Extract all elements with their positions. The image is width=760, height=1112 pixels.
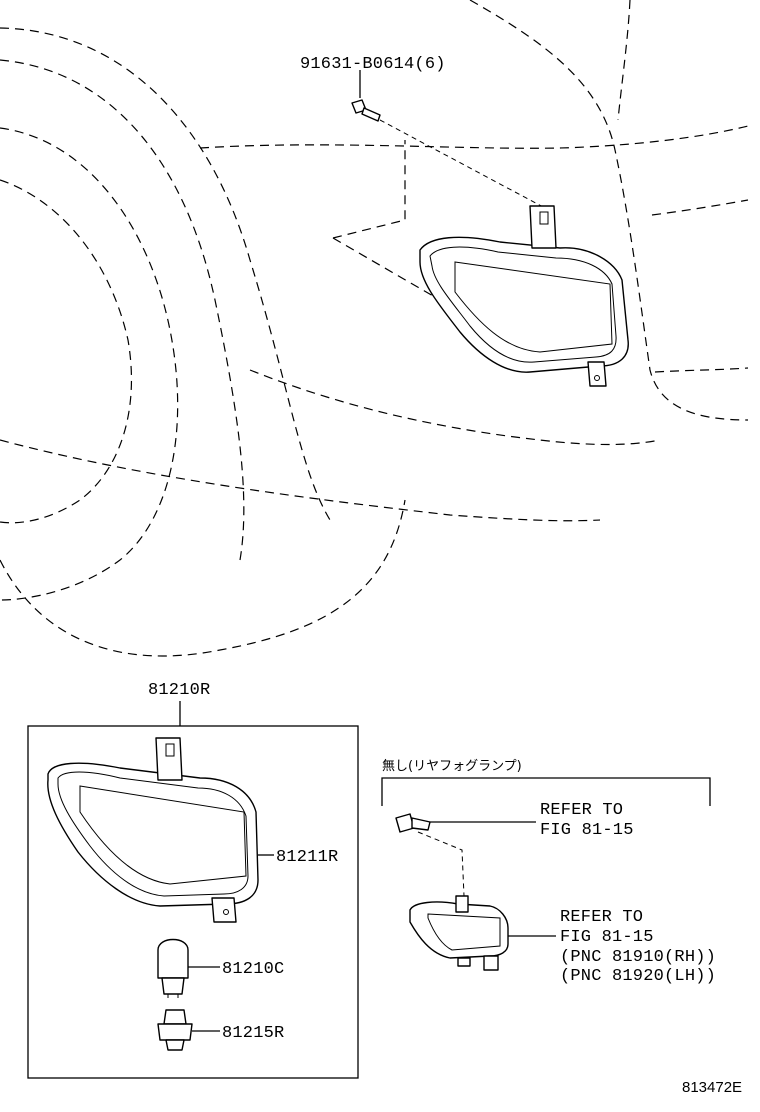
refer-lamp-line4: (PNC 81920(LH)) (560, 967, 716, 986)
top-bolt (351, 70, 546, 209)
socket (157, 1009, 193, 1051)
housing-part-number: 81211R (276, 848, 338, 867)
without-rear-fog-lamp-note: 無し(リヤフォグランプ) (382, 759, 522, 774)
reference-lamp (409, 895, 509, 971)
reference-bolt (395, 813, 536, 897)
bolt-part-number: 91631-B0614(6) (300, 55, 446, 74)
assembly-part-number: 81210R (148, 681, 210, 700)
refer-lamp-line3: (PNC 81910(RH)) (560, 948, 716, 967)
bulb-part-number: 81210C (222, 960, 284, 979)
lamp-housing (47, 737, 259, 923)
refer-bolt-line2: FIG 81-15 (540, 821, 634, 840)
vehicle-body-outline (0, 0, 749, 657)
refer-lamp-line2: FIG 81-15 (560, 928, 654, 947)
figure-id: 813472E (682, 1079, 742, 1096)
assembly-box (27, 725, 359, 1079)
refer-bolt-line1: REFER TO (540, 801, 623, 820)
bulb (157, 938, 189, 998)
installed-lamp (419, 205, 629, 387)
socket-part-number: 81215R (222, 1024, 284, 1043)
refer-lamp-line1: REFER TO (560, 908, 643, 927)
